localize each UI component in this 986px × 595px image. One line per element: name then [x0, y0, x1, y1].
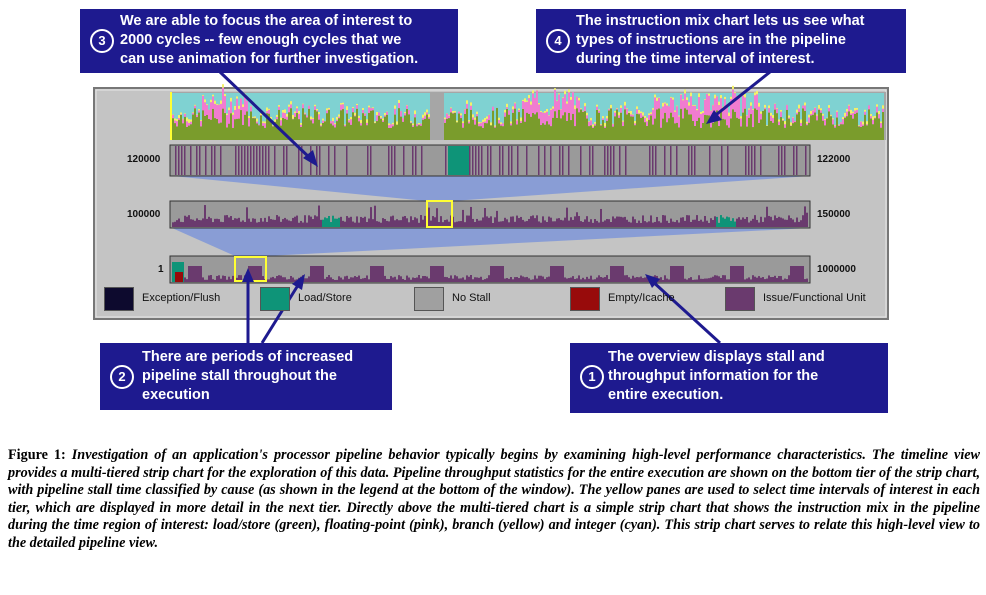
legend-label: Issue/Functional Unit	[763, 292, 866, 304]
callout-text-4: The instruction mix chart lets us see wh…	[576, 13, 865, 67]
callout-number-3: 3	[90, 29, 114, 53]
callout-number-1: 1	[580, 365, 604, 389]
caption-text: Investigation of an application's proces…	[8, 447, 981, 551]
callout-text-2: There are periods of increased pipeline …	[142, 349, 354, 403]
legend-label: Empty/Icache	[608, 292, 675, 304]
callout-arrows	[218, 70, 771, 345]
zoom-wedge-upper	[172, 176, 810, 201]
legend-swatch	[414, 287, 444, 311]
legend-swatch	[725, 287, 755, 311]
timeline-figure	[93, 70, 889, 345]
zoom-wedge-lower	[172, 228, 810, 256]
callout-1: 1 The overview displays stall and throug…	[570, 343, 888, 413]
callout-3: 3 We are able to focus the area of inter…	[80, 9, 458, 73]
legend-label: Load/Store	[298, 292, 352, 304]
tier-middle-left-label: 100000	[127, 209, 161, 220]
tier-top-left-label: 120000	[127, 154, 161, 165]
legend-label: No Stall	[452, 292, 491, 304]
tier-bottom-strip	[169, 255, 811, 284]
tier-middle-right-label: 150000	[817, 209, 851, 220]
callout-text-1: The overview displays stall and throughp…	[608, 349, 825, 403]
tier-top-strip	[169, 144, 811, 177]
callout-2: 2 There are periods of increased pipelin…	[100, 343, 392, 410]
legend-swatch	[570, 287, 600, 311]
legend-label: Exception/Flush	[142, 292, 221, 304]
callout-text-3: We are able to focus the area of interes…	[120, 13, 419, 67]
legend-swatch	[104, 287, 134, 311]
selection-pane-middle[interactable]	[426, 200, 453, 228]
callout-number-4: 4	[546, 29, 570, 53]
tier-top-right-label: 122000	[817, 154, 851, 165]
instruction-mix-chart	[170, 84, 886, 140]
tier-middle-strip	[169, 200, 811, 229]
legend-swatch	[260, 287, 290, 311]
callout-4: 4 The instruction mix chart lets us see …	[536, 9, 906, 73]
figure-label: Figure 1:	[8, 447, 66, 463]
tier-bottom-left-label: 1	[158, 264, 164, 275]
figure-caption: Figure 1: Investigation of an applicatio…	[8, 447, 980, 552]
callout-number-2: 2	[110, 365, 134, 389]
tier-bottom-right-label: 1000000	[817, 264, 856, 275]
